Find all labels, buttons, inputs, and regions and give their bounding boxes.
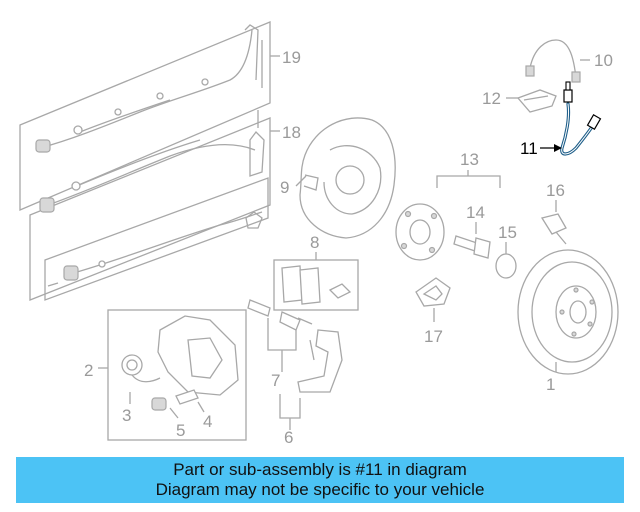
part-13-hub-bearing[interactable] bbox=[395, 170, 501, 261]
part-9-splash-shield[interactable] bbox=[295, 117, 396, 239]
label-19: 19 bbox=[282, 48, 301, 67]
part-8-brake-pads[interactable] bbox=[273, 252, 359, 311]
banner-line-disclaimer: Diagram may not be specific to your vehi… bbox=[155, 480, 485, 499]
part-5-bleeder-cap[interactable] bbox=[151, 397, 179, 419]
lower-sensor-panel bbox=[44, 177, 269, 301]
part-10-brake-line[interactable] bbox=[525, 39, 590, 83]
label-3: 3 bbox=[122, 406, 131, 425]
label-18: 18 bbox=[282, 123, 301, 142]
part-17-seal[interactable] bbox=[415, 277, 451, 322]
label-12: 12 bbox=[482, 89, 501, 108]
part-3-dust-boot[interactable] bbox=[126, 359, 138, 404]
label-17: 17 bbox=[424, 327, 443, 346]
label-15: 15 bbox=[498, 223, 517, 242]
part-11-leader-arrow bbox=[540, 144, 562, 152]
label-7: 7 bbox=[271, 371, 280, 390]
label-2: 2 bbox=[84, 361, 93, 380]
part-6-caliper-bracket[interactable] bbox=[279, 329, 343, 430]
part-7-guide-pins[interactable] bbox=[247, 299, 313, 372]
label-14: 14 bbox=[466, 203, 485, 222]
part-11-brake-hose[interactable] bbox=[560, 81, 602, 156]
part-19-wear-sensor-group[interactable] bbox=[19, 21, 280, 211]
label-4: 4 bbox=[203, 412, 212, 431]
part-14-axle-bolt[interactable] bbox=[453, 222, 491, 259]
part-15-grease-cap[interactable] bbox=[495, 242, 517, 279]
banner-line-part-number: Part or sub-assembly is #11 in diagram bbox=[173, 460, 467, 479]
label-1: 1 bbox=[546, 375, 555, 394]
label-16: 16 bbox=[546, 181, 565, 200]
label-13: 13 bbox=[460, 150, 479, 169]
part-12-clip[interactable] bbox=[506, 89, 557, 113]
part-info-banner: Part or sub-assembly is #11 in diagram D… bbox=[16, 457, 624, 503]
label-11: 11 bbox=[520, 139, 538, 158]
part-4-bleeder-screw[interactable] bbox=[175, 389, 205, 413]
part-16-abs-sensor[interactable] bbox=[540, 200, 567, 245]
label-6: 6 bbox=[284, 428, 293, 447]
label-8: 8 bbox=[310, 233, 319, 252]
label-9: 9 bbox=[280, 178, 289, 197]
part-2-caliper-assembly[interactable] bbox=[98, 309, 247, 441]
label-10: 10 bbox=[594, 51, 613, 70]
label-5: 5 bbox=[176, 421, 185, 440]
part-18-wear-sensor-group[interactable] bbox=[29, 110, 280, 301]
part-1-brake-rotor[interactable] bbox=[517, 249, 619, 375]
